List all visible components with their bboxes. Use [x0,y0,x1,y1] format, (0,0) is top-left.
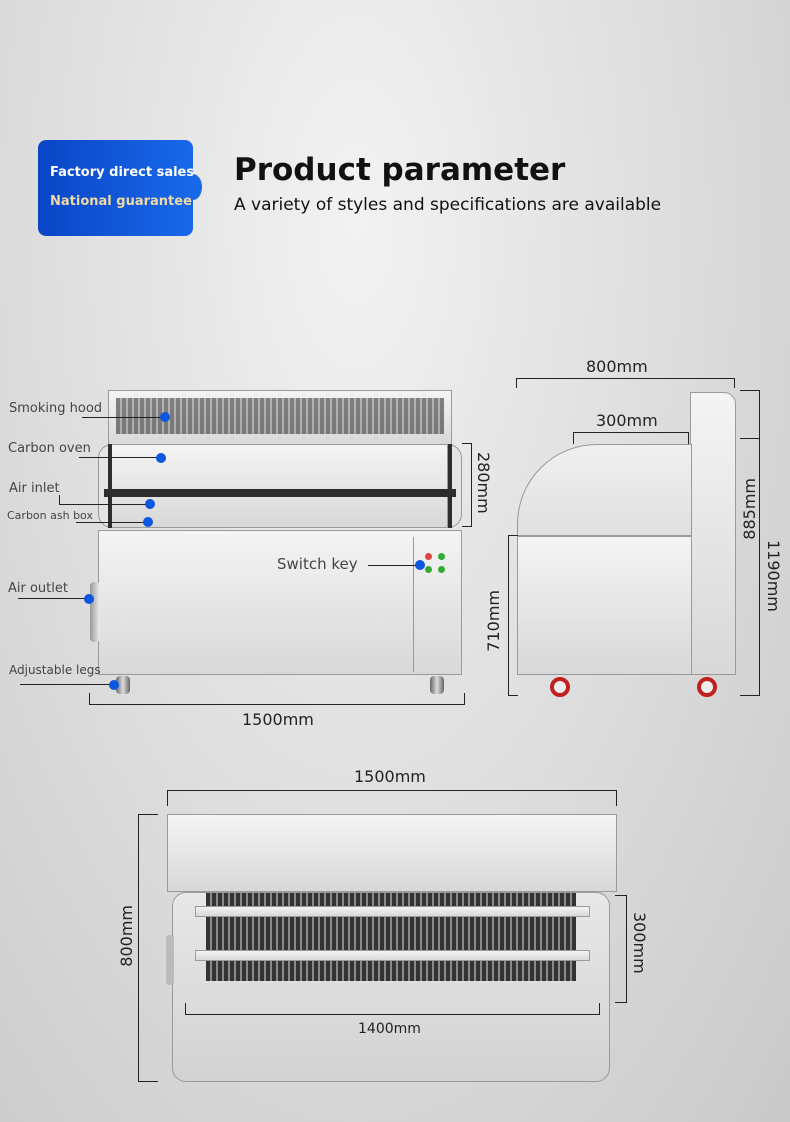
promo-badge [38,140,202,236]
grill-width: 1400mm [358,1021,421,1037]
base-height: 710mm [484,590,503,652]
hood-grille [116,398,444,434]
marker-dot [109,680,119,690]
side-cabinet [517,536,692,675]
hood-depth: 300mm [596,411,658,430]
width-dimension-line [89,693,465,705]
label-carbon-oven: Carbon oven [8,441,91,456]
label-switch-key: Switch key [277,555,358,573]
page-subtitle: A variety of styles and specifications a… [234,195,662,215]
marker-dot [145,499,155,509]
counter-height: 885mm [740,478,759,540]
label-air-outlet: Air outlet [8,581,68,596]
top-hood [167,814,617,892]
air-outlet-pipe [90,582,100,642]
side-hood [690,392,736,675]
side-depth: 800mm [586,357,648,376]
cabinet [98,530,462,675]
marker-dot [415,560,425,570]
side-wheel [550,677,570,697]
oven-band [104,489,456,497]
switch-green[interactable] [425,566,432,573]
switch-green[interactable] [438,566,445,573]
top-width: 1500mm [354,767,426,786]
marker-dot [143,517,153,527]
marker-dot [84,594,94,604]
leg-wheel [430,676,444,694]
front-width: 1500mm [242,710,314,729]
switch-red[interactable] [425,553,432,560]
switch-green[interactable] [438,553,445,560]
label-air-inlet: Air inlet [9,481,60,496]
side-wheel [697,677,717,697]
badge-line-1: Factory direct sales [50,165,195,180]
label-carbon-ash-box: Carbon ash box [7,509,93,522]
oven-height: 280mm [474,452,493,514]
label-adjustable-legs: Adjustable legs [9,663,101,677]
marker-dot [160,412,170,422]
label-smoking-hood: Smoking hood [9,401,103,416]
page-title: Product parameter [234,152,566,188]
badge-line-2: National guarantee [50,194,192,209]
grill-depth: 300mm [630,912,649,974]
total-height: 1190mm [764,540,783,612]
leg-wheel [116,676,130,694]
marker-dot [156,453,166,463]
top-depth: 800mm [117,905,136,967]
side-curved-glass [517,444,692,536]
